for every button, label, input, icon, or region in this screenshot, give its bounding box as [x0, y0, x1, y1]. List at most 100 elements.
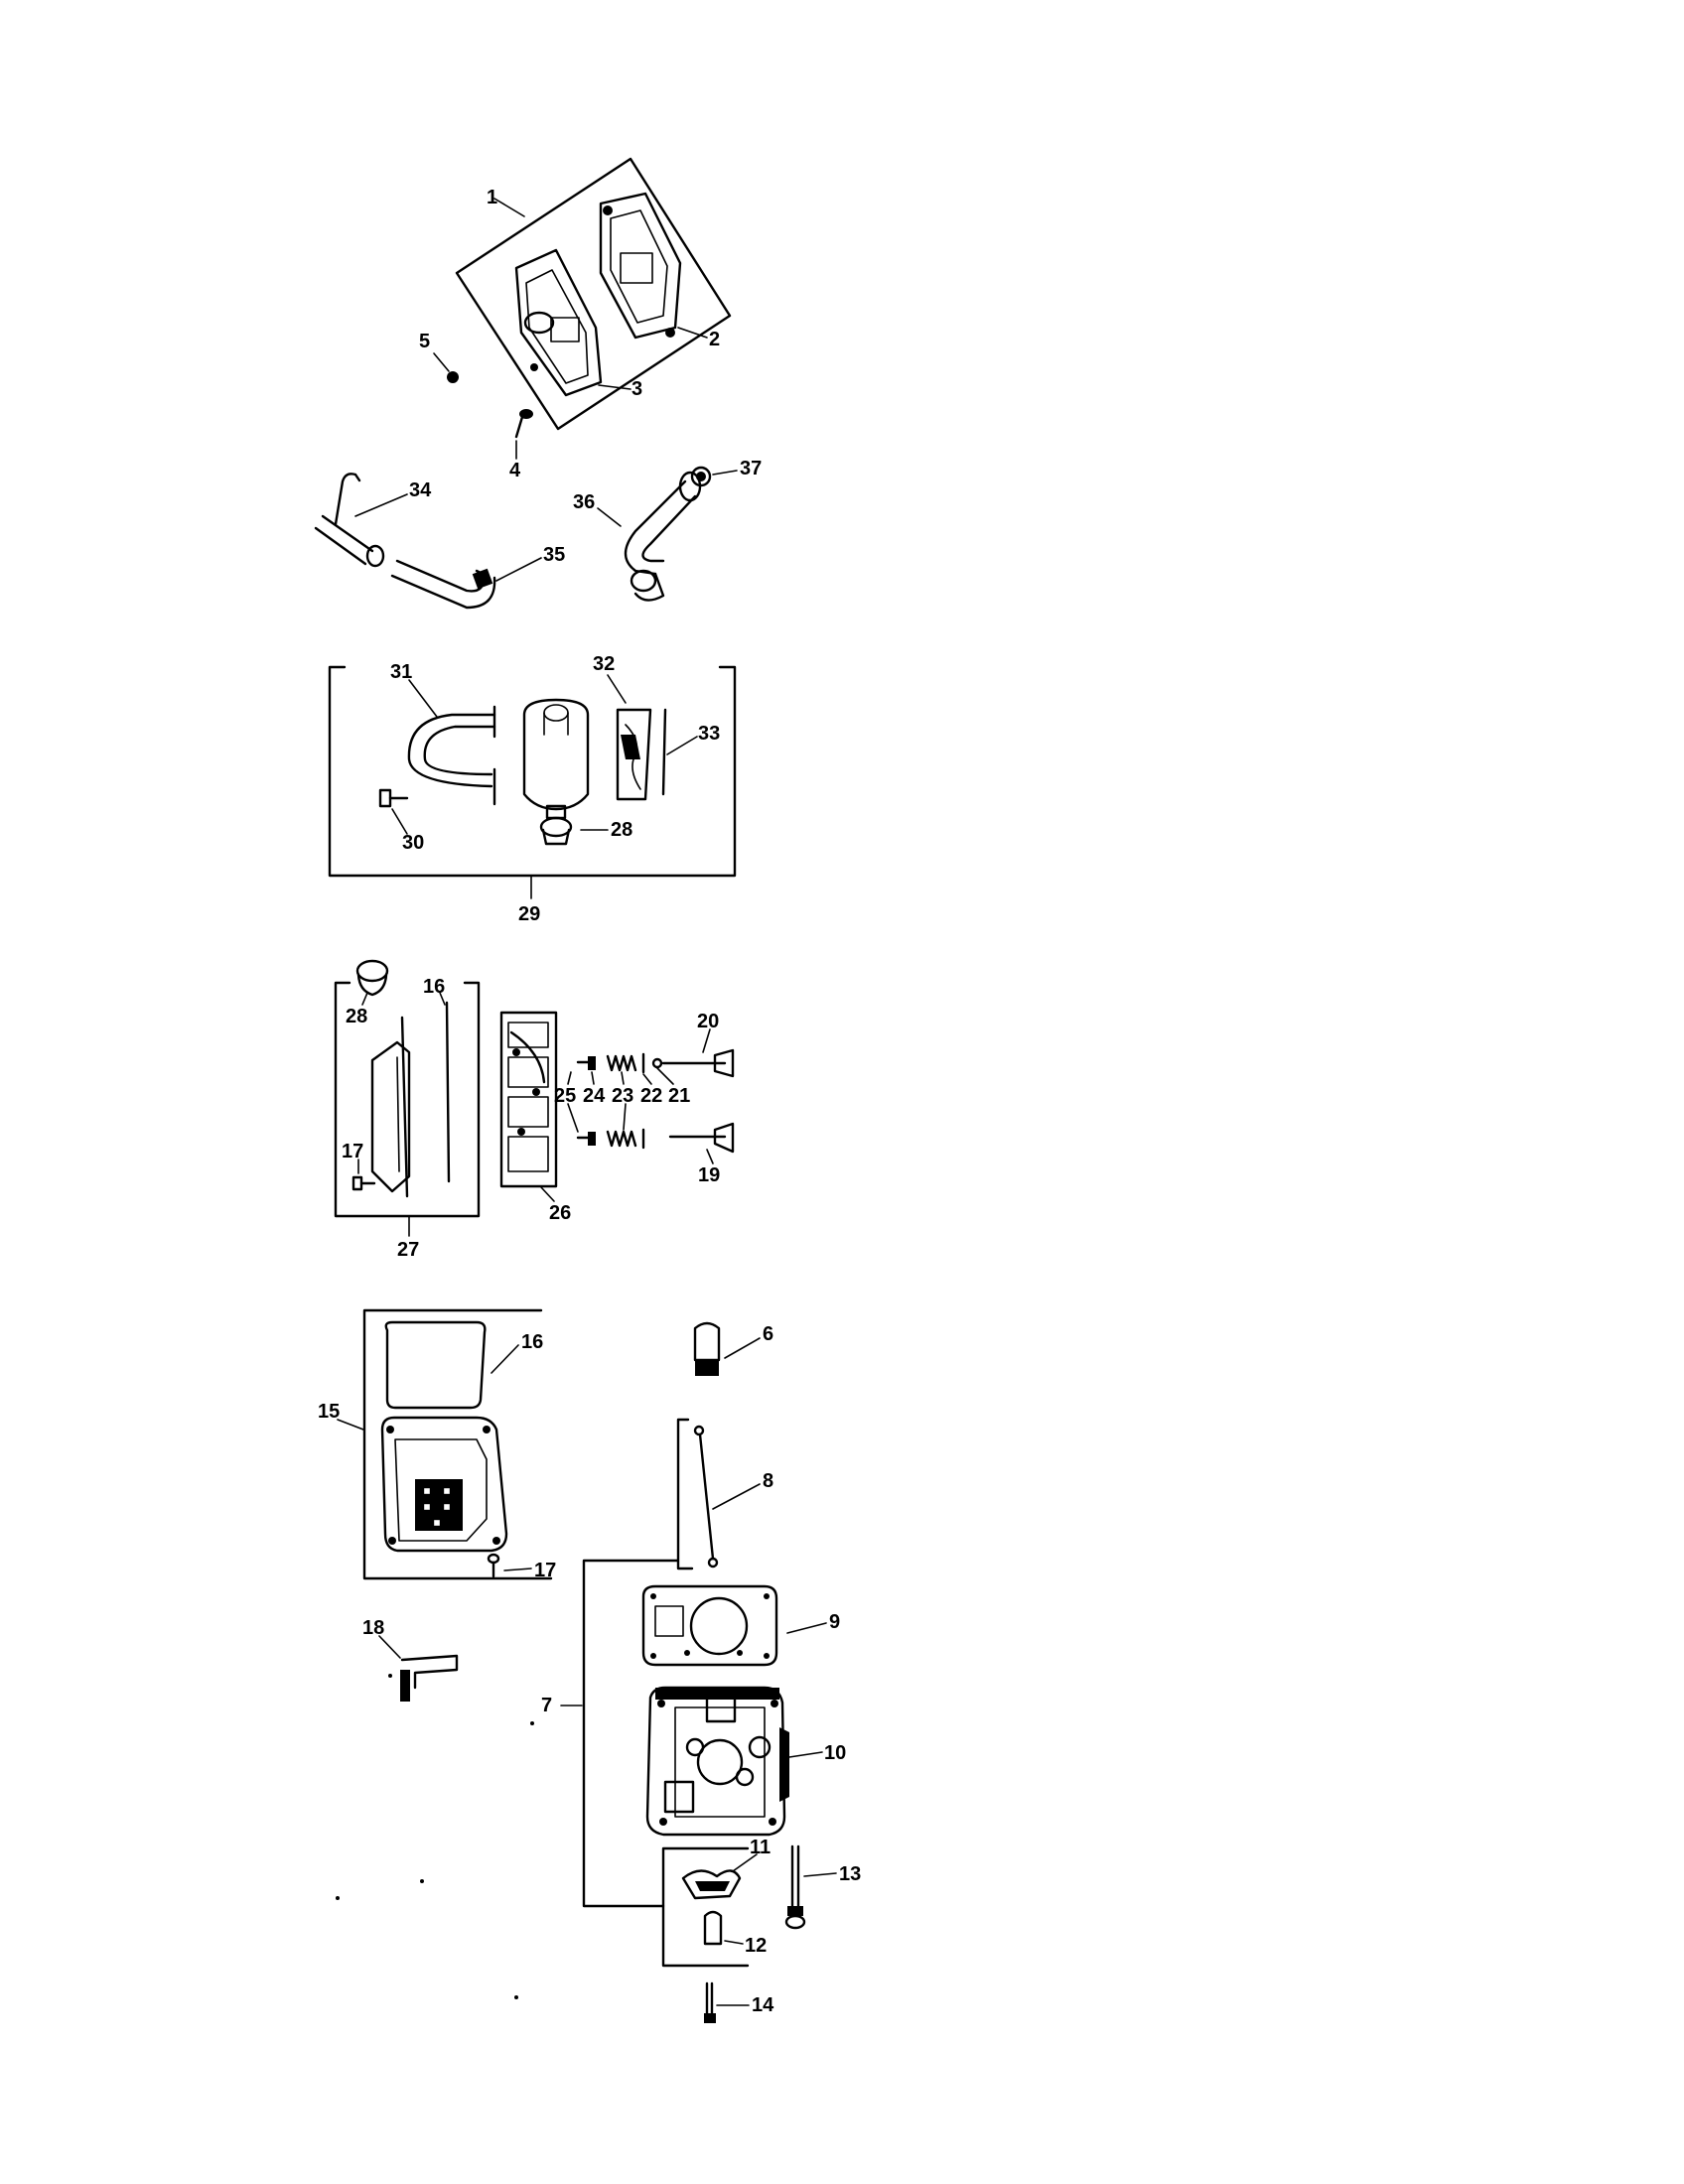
part-11-rocker [681, 1869, 742, 1900]
part-6-lifter [693, 1321, 721, 1376]
callout-37: 37 [740, 458, 762, 479]
leader-25 [567, 1071, 572, 1085]
leader-13 [803, 1872, 837, 1877]
part-28-cap [539, 816, 573, 846]
leader-16a [439, 992, 446, 1006]
scan-specks [336, 1674, 534, 1999]
pushrod-bracket [676, 1418, 694, 1570]
valve-parts-upper [576, 1048, 735, 1078]
breather-cover-group: 1 2 3 4 5 [419, 157, 732, 481]
leader-31 [408, 679, 438, 718]
leader-32 [607, 674, 627, 704]
part-28-cap-top [355, 959, 389, 997]
callout-3: 3 [632, 378, 642, 400]
part-37-clamp [690, 466, 712, 487]
callout-35: 35 [543, 544, 565, 566]
assembly-15-bracket [362, 1308, 553, 1580]
callout-34: 34 [409, 479, 432, 501]
callout-26: 26 [549, 1202, 571, 1224]
part-17-screw-a [351, 1175, 376, 1191]
leader-28b [361, 992, 368, 1006]
leader-20 [702, 1028, 711, 1053]
part-33-rod [661, 708, 667, 796]
leader-36 [597, 507, 622, 527]
callout-17a: 17 [342, 1141, 363, 1162]
part-8-pushrod [693, 1425, 719, 1569]
leader-17b [503, 1568, 532, 1571]
filter-canister [522, 698, 590, 820]
callout-28b: 28 [346, 1006, 367, 1027]
part-34-hose [314, 473, 385, 568]
callout-6: 6 [763, 1323, 773, 1345]
leader-30 [391, 808, 408, 835]
leader-15 [337, 1419, 364, 1431]
part-9-head-gasket [641, 1584, 778, 1667]
assembly-15-group: 15 16 17 [318, 1308, 556, 1581]
leader-26 [540, 1186, 555, 1202]
callout-31: 31 [390, 661, 412, 683]
callout-8: 8 [763, 1470, 773, 1492]
callout-24: 24 [583, 1085, 606, 1107]
assembly-7-group: 8 7 9 [541, 1418, 846, 1968]
callout-18: 18 [362, 1617, 384, 1639]
leader-34 [354, 493, 408, 517]
callout-14: 14 [752, 1994, 774, 2016]
leader-16b [491, 1344, 519, 1374]
leader-37 [712, 470, 738, 476]
callout-4: 4 [509, 460, 521, 481]
leader-3 [598, 384, 632, 390]
part-18-bracket [400, 1654, 459, 1702]
callout-7: 7 [541, 1695, 552, 1716]
part-26-head [499, 1011, 558, 1188]
part-2-gasket [599, 192, 682, 340]
part-3-cover [514, 248, 603, 397]
callout-33: 33 [698, 723, 720, 745]
leader-18 [378, 1635, 401, 1659]
leader-25b [567, 1103, 579, 1133]
callout-27: 27 [397, 1239, 419, 1261]
assembly-7-bracket [582, 1559, 679, 1908]
part-16-gasket [384, 1320, 487, 1410]
part-36-hose [624, 471, 702, 602]
assembly-29-bracket [328, 665, 737, 878]
part-5-grommet [447, 371, 459, 383]
part-32-bracket [616, 708, 652, 801]
callout-17b: 17 [534, 1560, 556, 1581]
callout-32: 32 [593, 653, 615, 675]
part-12-pivot [703, 1910, 723, 1946]
leader-22 [642, 1073, 652, 1085]
callout-10: 10 [824, 1742, 846, 1764]
leader-9 [786, 1622, 827, 1634]
part-14-stud [704, 1981, 716, 2023]
part-35-hose [390, 559, 496, 610]
part-4-screw [514, 409, 533, 439]
leader-2 [677, 327, 708, 339]
callout-11: 11 [750, 1837, 771, 1858]
leader-33 [666, 736, 698, 755]
callout-5: 5 [419, 331, 430, 352]
callout-29: 29 [518, 903, 540, 925]
callout-30: 30 [402, 832, 424, 854]
leader-8 [712, 1483, 761, 1510]
rocker-bracket [661, 1846, 750, 1968]
callout-20: 20 [697, 1011, 719, 1032]
callout-9: 9 [829, 1611, 840, 1633]
callout-19: 19 [698, 1164, 720, 1186]
leader-23 [621, 1071, 625, 1085]
leader-6 [724, 1337, 761, 1359]
leader-19 [706, 1149, 714, 1164]
assembly-27-group: 16 28 17 27 26 20 21 22 23 24 25 19 [334, 959, 735, 1261]
valve-parts-lower [576, 1122, 735, 1154]
part-17-screw-b [487, 1553, 500, 1578]
callout-16b: 16 [521, 1331, 543, 1353]
leader-5 [433, 352, 450, 372]
callout-36: 36 [573, 491, 595, 513]
callout-13: 13 [839, 1863, 861, 1885]
hose-group: 34 35 36 37 [314, 458, 762, 610]
valve-cover-plate [370, 1016, 411, 1198]
callout-22: 22 [640, 1085, 662, 1107]
callout-12: 12 [745, 1935, 767, 1957]
callout-15: 15 [318, 1401, 340, 1423]
leader-12 [724, 1940, 744, 1945]
